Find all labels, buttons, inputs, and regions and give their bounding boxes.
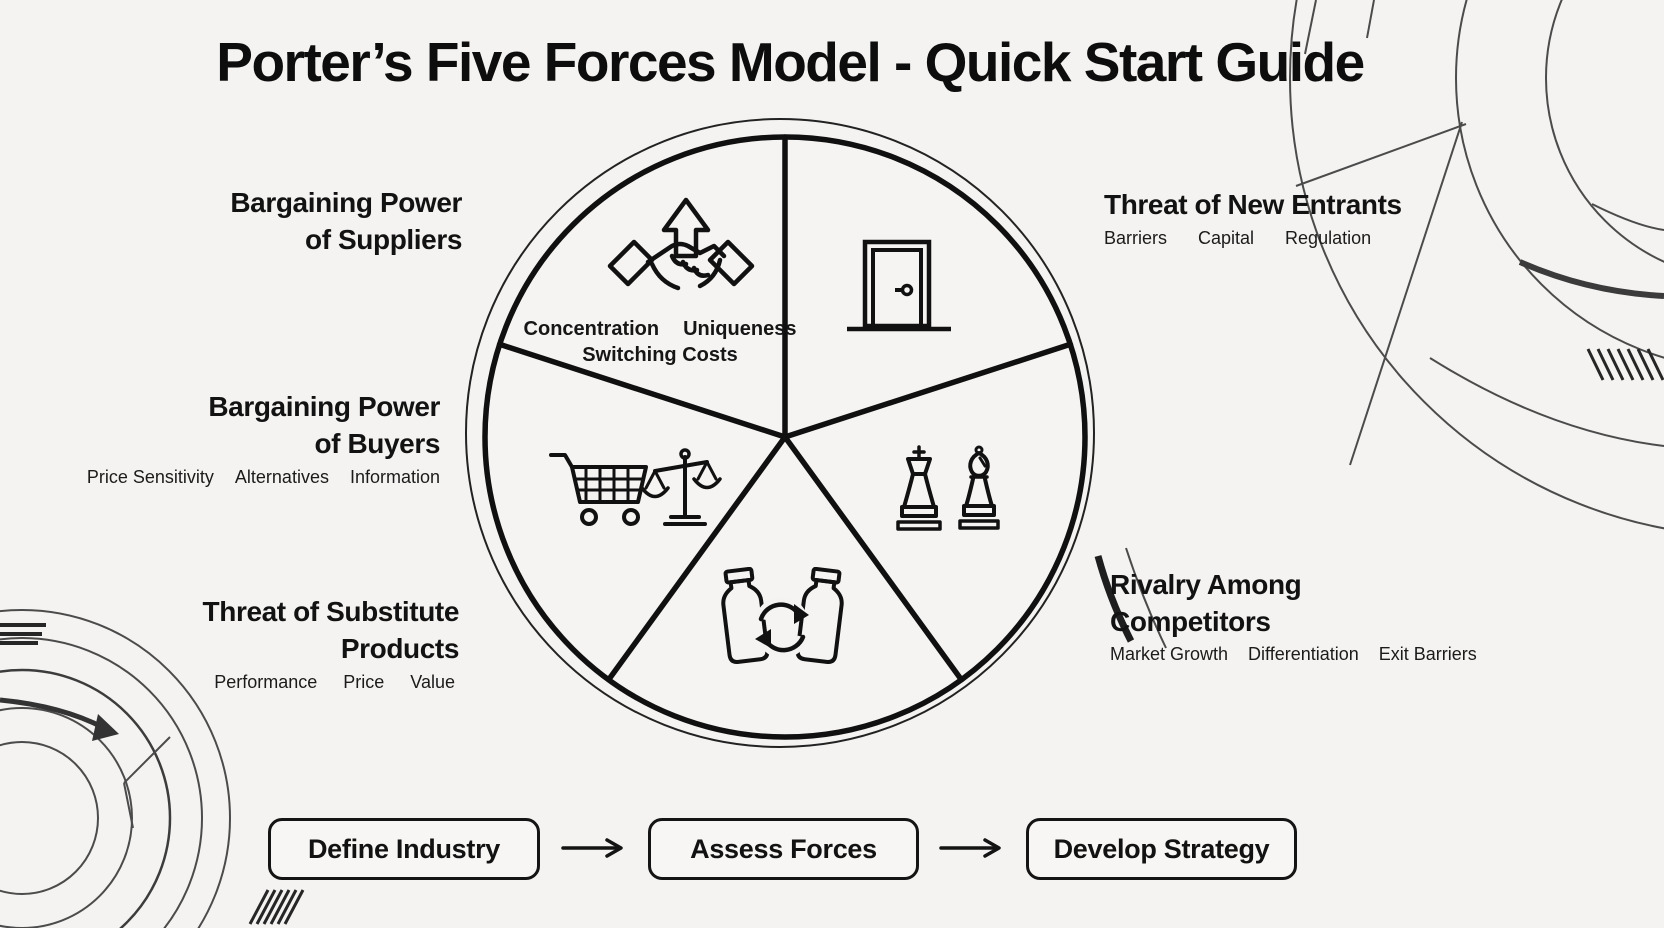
chess-pieces-icon — [896, 445, 1000, 531]
label-threat-of-new-entrants: Threat of New Entrants — [1104, 189, 1402, 220]
page-title: Porter’s Five Forces Model - Quick Start… — [216, 31, 1365, 93]
wheel-dividers — [496, 134, 1074, 683]
label-bargaining-power-of-buyers: Bargaining Power of Buyers — [208, 391, 440, 459]
factor-uniqueness: Uniqueness — [683, 318, 797, 340]
swap-arrows — [755, 596, 809, 659]
wheel-outer-ring — [465, 118, 1095, 748]
arrow-right-icon — [561, 838, 623, 858]
door-icon — [847, 239, 951, 332]
step-assess-forces[interactable]: Assess Forces — [648, 818, 919, 880]
label-bargaining-power-of-suppliers: Bargaining Power of Suppliers — [230, 187, 462, 255]
cart-and-scales-icon — [549, 448, 722, 526]
supplier-factor-labels: Concentration Uniqueness Switching Costs — [500, 316, 820, 368]
factor-switching-costs: Switching Costs — [582, 344, 738, 366]
rivalry-factor-list: Market Growth Differentiation Exit Barri… — [1110, 644, 1477, 664]
arrow-right-icon — [939, 838, 1001, 858]
substitute-bottles-icon — [721, 567, 844, 664]
five-forces-wheel — [465, 118, 1095, 748]
decor-thick-arc — [1518, 259, 1664, 299]
label-threat-of-substitute-products: Threat of Substitute Products — [202, 596, 460, 664]
decor-hatch-bottom-left — [248, 889, 305, 925]
substitutes-factor-list: Performance Price Value — [214, 672, 455, 692]
new-entrants-factor-list: Barriers Capital Regulation — [1104, 228, 1372, 248]
decor-triple-bars — [0, 623, 46, 645]
label-rivalry-among-competitors: Rivalry Among Competitors — [1110, 569, 1302, 637]
buyers-factor-list: Price Sensitivity Alternatives Informati… — [86, 467, 440, 487]
decor-hatch-right-edge — [1586, 348, 1664, 381]
factor-concentration: Concentration — [523, 318, 660, 340]
handshake-growth-icon — [607, 197, 755, 291]
step-define-industry[interactable]: Define Industry — [268, 818, 540, 880]
step-develop-strategy[interactable]: Develop Strategy — [1026, 818, 1297, 880]
decor-curved-arrow — [0, 697, 119, 741]
